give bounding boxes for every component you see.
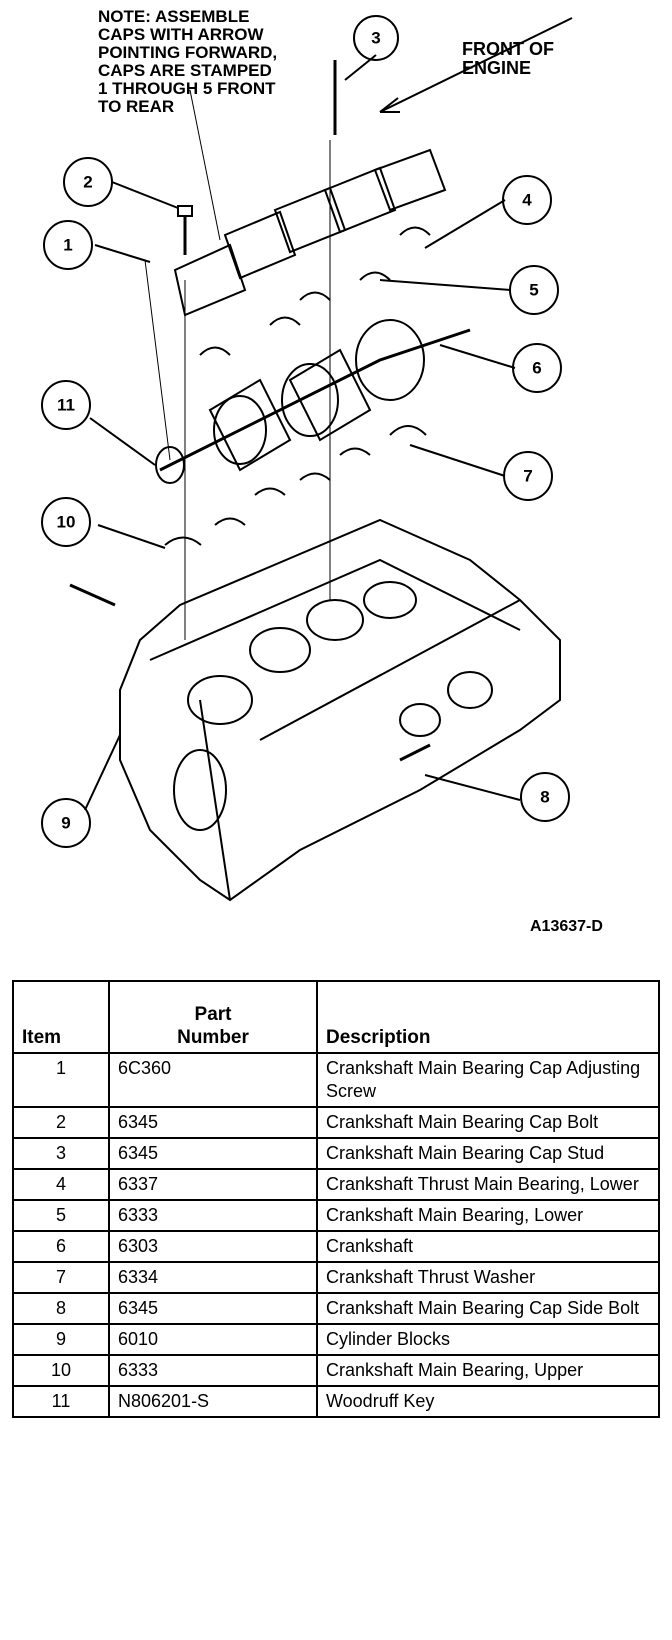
part-number-cell: 6345	[108, 1137, 318, 1170]
bearing-cap	[373, 148, 447, 212]
part-number-cell: 6334	[108, 1261, 318, 1294]
figure-id: A13637-D	[530, 918, 603, 935]
callout-label: 10	[57, 513, 76, 532]
callout-3	[353, 15, 399, 61]
callout-label: 11	[57, 396, 75, 415]
header-part-number: Part Number	[108, 980, 318, 1054]
bearing-cap	[173, 243, 247, 317]
callout-label: 8	[540, 788, 549, 807]
part-number-cell: 6010	[108, 1323, 318, 1356]
callout-label: 6	[532, 359, 541, 378]
callout-label: 2	[83, 173, 92, 192]
description-cell: Crankshaft Main Bearing Cap Side Bolt	[316, 1292, 660, 1325]
description-cell: Crankshaft Main Bearing, Upper	[316, 1354, 660, 1387]
item-cell: 4	[12, 1168, 110, 1201]
callout-7	[503, 451, 553, 501]
part-number-cell: N806201-S	[108, 1385, 318, 1418]
item-cell: 1	[12, 1052, 110, 1108]
description-cell: Crankshaft Thrust Main Bearing, Lower	[316, 1168, 660, 1201]
item-cell: 2	[12, 1106, 110, 1139]
callout-label: 5	[529, 281, 538, 300]
callout-1	[43, 220, 93, 270]
item-cell: 3	[12, 1137, 110, 1170]
part-number-cell: 6303	[108, 1230, 318, 1263]
item-cell: 9	[12, 1323, 110, 1356]
callout-10	[41, 497, 91, 547]
callout-label: 4	[522, 191, 532, 210]
description-cell: Crankshaft Main Bearing Cap Stud	[316, 1137, 660, 1170]
part-number-cell: 6337	[108, 1168, 318, 1201]
diagram-illustration: 1 2 3 4 5 6 7 8 9 10 11	[41, 15, 573, 902]
cylinder-block	[119, 518, 561, 902]
callout-6	[512, 343, 562, 393]
part-number-cell: 6333	[108, 1354, 318, 1387]
item-cell: 6	[12, 1230, 110, 1263]
description-cell: Crankshaft	[316, 1230, 660, 1263]
bearing-cap	[223, 210, 297, 280]
description-cell: Crankshaft Thrust Washer	[316, 1261, 660, 1294]
callout-4	[502, 175, 552, 225]
callout-5	[509, 265, 559, 315]
callout-9	[41, 798, 91, 848]
table-header-row: Item Part Number Description	[12, 980, 660, 1054]
bearing-cap	[323, 166, 397, 234]
header-description: Description	[316, 980, 660, 1054]
bearing-cap	[273, 186, 347, 254]
front-of-engine-label: FRONT OF ENGINE	[462, 39, 554, 78]
callout-label: 7	[523, 467, 532, 486]
item-cell: 8	[12, 1292, 110, 1325]
item-cell: 11	[12, 1385, 110, 1418]
item-cell: 10	[12, 1354, 110, 1387]
description-cell: Woodruff Key	[316, 1385, 660, 1418]
callout-label: 9	[61, 814, 70, 833]
item-cell: 7	[12, 1261, 110, 1294]
item-cell: 5	[12, 1199, 110, 1232]
exploded-diagram: 1 2 3 4 5 6 7 8 9 10 11 NOTE: ASSEMBLE C…	[41, 7, 603, 935]
part-number-cell: 6345	[108, 1292, 318, 1325]
callout-label: 1	[63, 236, 72, 255]
callout-label: 3	[371, 29, 380, 48]
description-cell: Crankshaft Main Bearing Cap Adjusting Sc…	[316, 1052, 660, 1108]
callout-2	[63, 157, 113, 207]
part-number-cell: 6C360	[108, 1052, 318, 1108]
description-cell: Crankshaft Main Bearing Cap Bolt	[316, 1106, 660, 1139]
description-cell: Crankshaft Main Bearing, Lower	[316, 1199, 660, 1232]
part-number-cell: 6333	[108, 1199, 318, 1232]
description-cell: Cylinder Blocks	[316, 1323, 660, 1356]
crankshaft	[159, 328, 471, 472]
part-number-cell: 6345	[108, 1106, 318, 1139]
callout-8	[520, 772, 570, 822]
assembly-note: NOTE: ASSEMBLE CAPS WITH ARROW POINTING …	[98, 7, 278, 116]
header-item: Item	[12, 980, 110, 1054]
callout-11	[41, 380, 91, 430]
